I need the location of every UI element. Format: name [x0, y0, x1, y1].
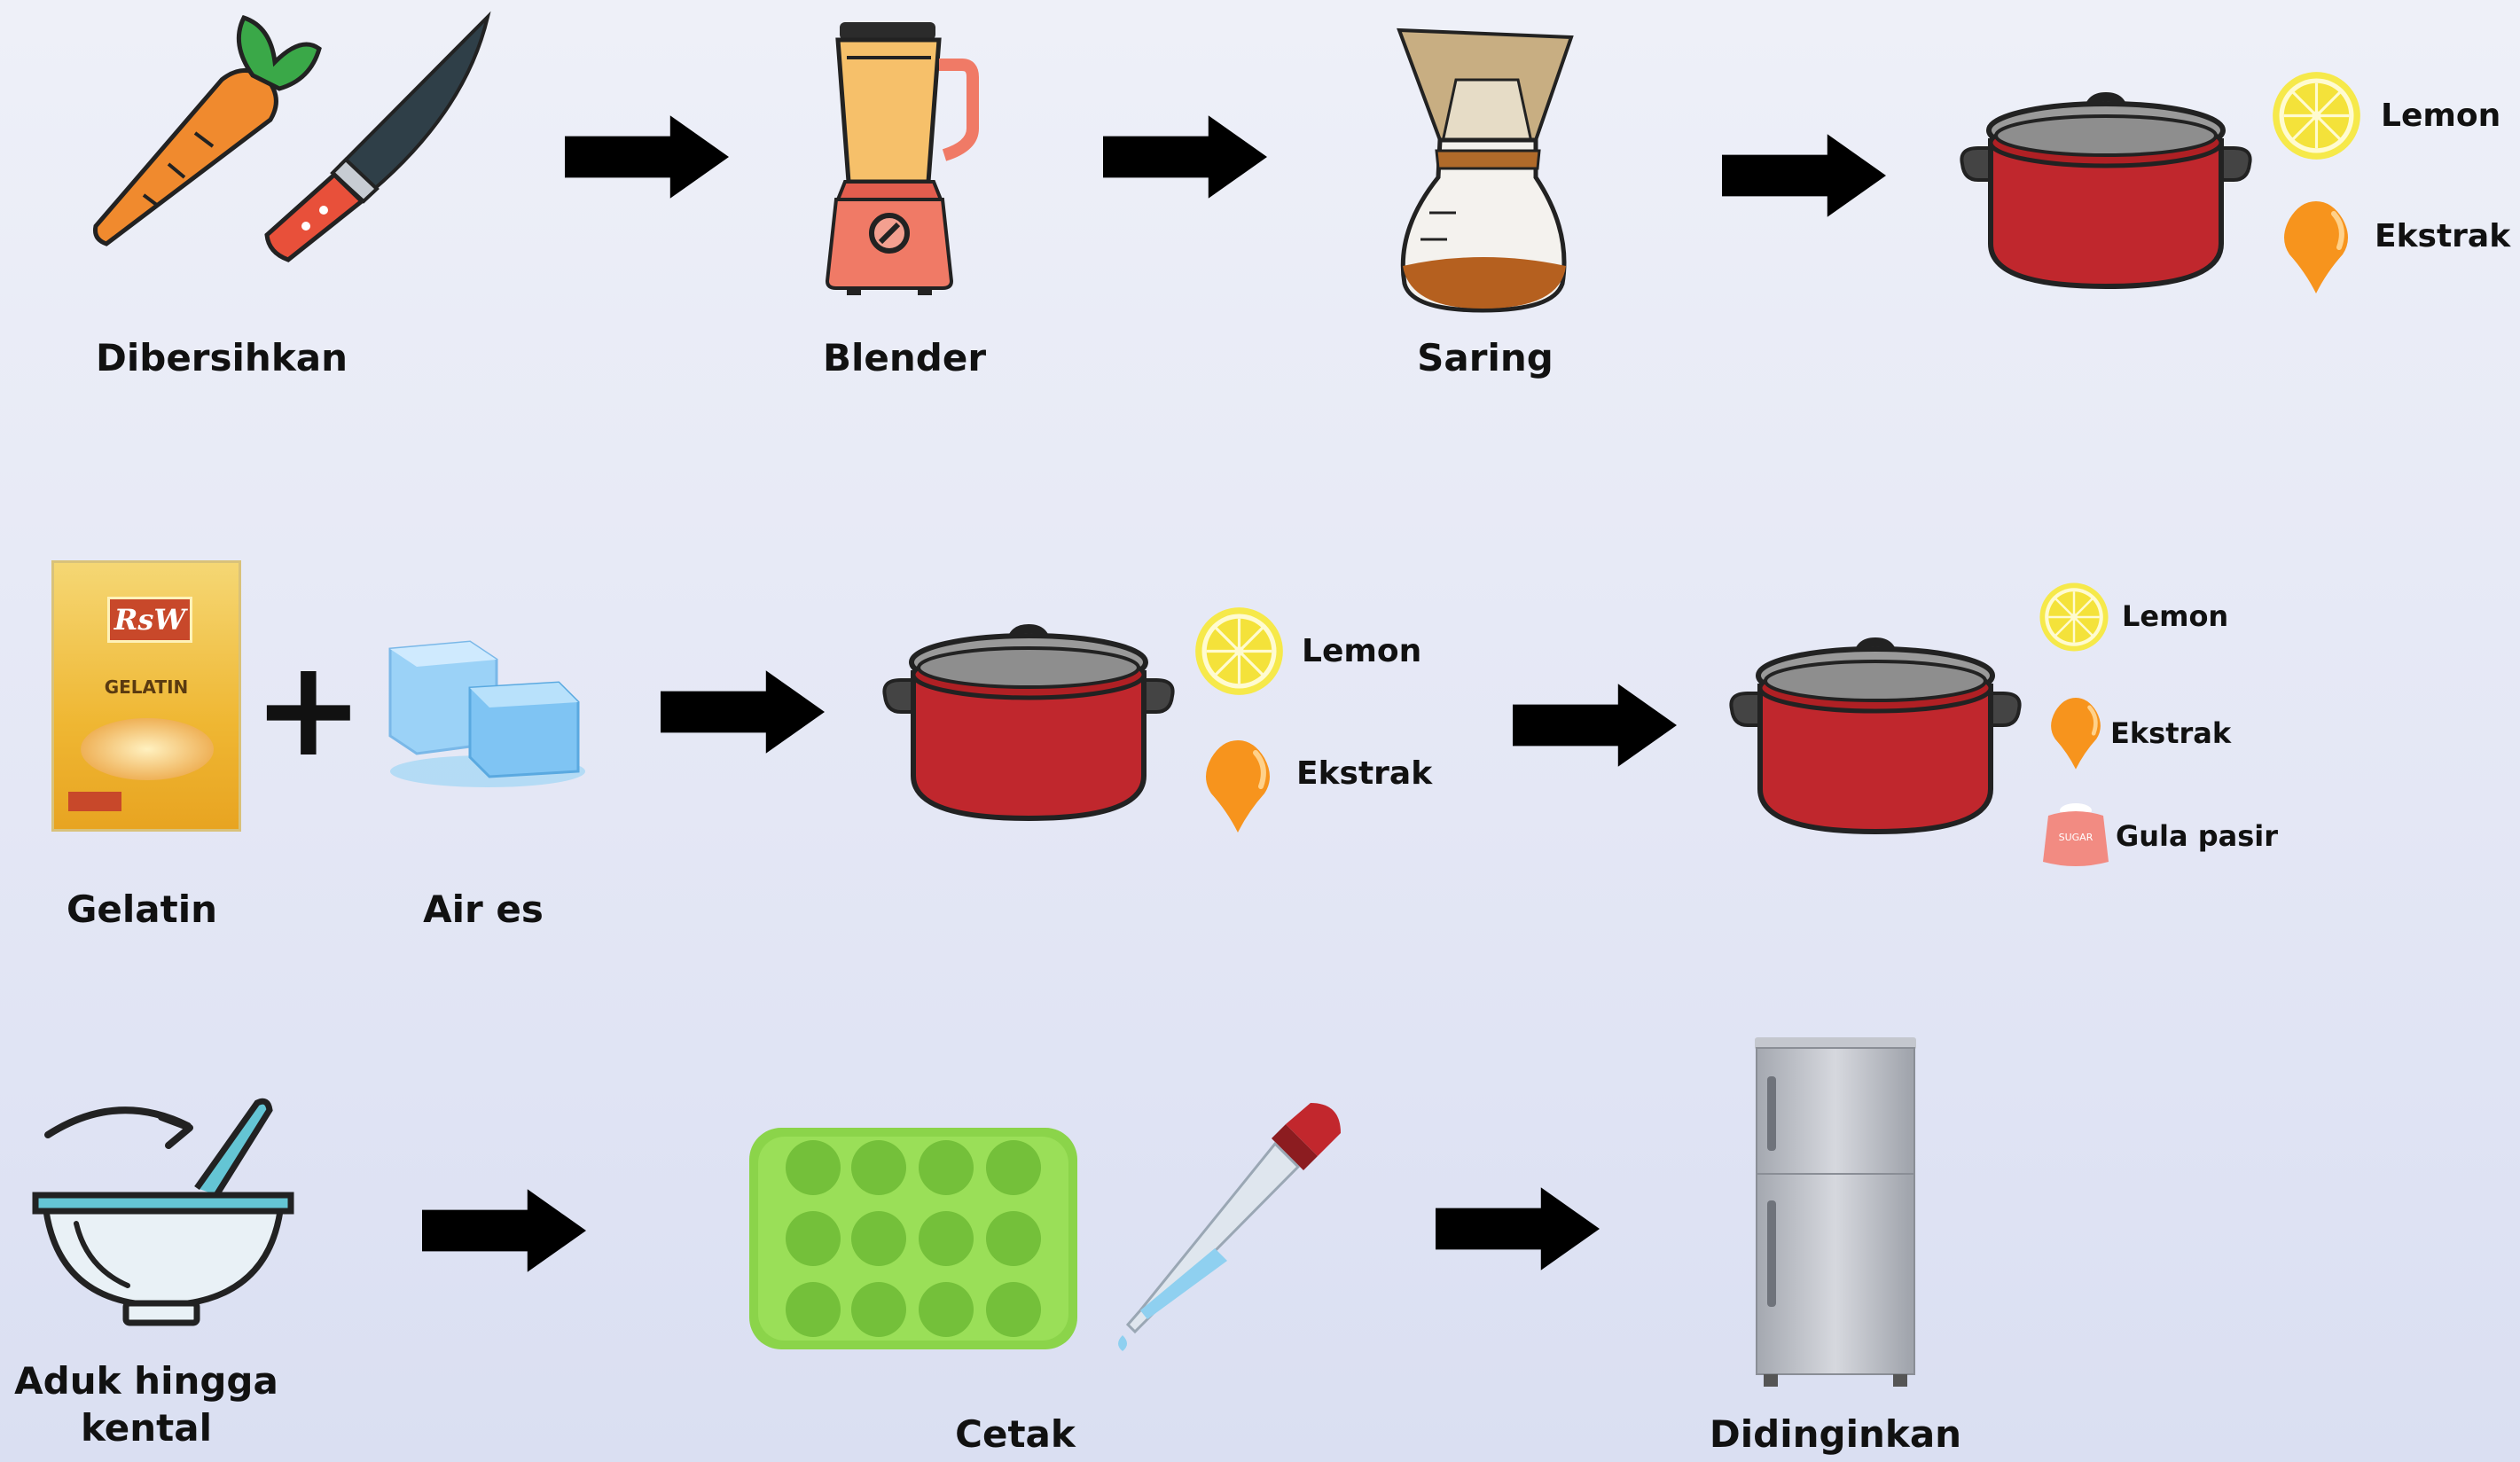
extract-drop-icon	[2048, 693, 2103, 770]
refrigerator-icon	[1755, 1037, 1916, 1387]
extract-drop-icon	[1202, 734, 1273, 833]
dropper-icon	[1118, 1103, 1341, 1351]
arrow-icon	[1436, 1186, 1600, 1271]
ingredient-sugar-label: Gula pasir	[2116, 819, 2279, 853]
ingredient-lemon-label: Lemon	[2381, 98, 2501, 134]
pot-icon	[878, 616, 1179, 829]
arrow-icon	[565, 114, 729, 199]
gelatin-brand: RsW	[107, 597, 192, 643]
pot-icon	[1955, 84, 2257, 297]
blender-icon	[825, 22, 979, 295]
arrow-icon	[1103, 114, 1267, 199]
pot-icon	[1725, 629, 2026, 842]
ingredient-extract-label: Ekstrak	[2375, 218, 2511, 254]
gelatin-product-name: GELATIN	[104, 676, 189, 698]
sugar-tag: SUGAR	[2059, 832, 2093, 843]
arrow-icon	[661, 669, 825, 754]
lemon-icon	[2270, 69, 2363, 162]
carrot-icon	[93, 14, 322, 246]
silicone-mold-icon	[749, 1128, 1077, 1349]
arrow-icon	[1722, 133, 1886, 218]
arrow-icon	[1513, 683, 1677, 768]
sugar-bag-icon: SUGAR	[2043, 803, 2109, 866]
lemon-icon	[2038, 581, 2110, 653]
step-label-mold: Cetak	[955, 1412, 1076, 1456]
lemon-icon	[1193, 605, 1286, 698]
extract-drop-icon	[2281, 195, 2352, 294]
gelatin-packet-icon: RsW GELATIN	[51, 560, 241, 832]
arrow-icon	[422, 1188, 586, 1273]
step-label-stir-line2: kental	[80, 1405, 212, 1450]
plus-icon: +	[253, 632, 364, 786]
step-label-stir-line1: Aduk hingga	[14, 1359, 278, 1403]
step-label-chill: Didinginkan	[1709, 1412, 1962, 1456]
ingredient-extract-label: Ekstrak	[1296, 755, 1433, 792]
step-label-clean: Dibersihkan	[96, 336, 348, 379]
ingredient-lemon-label: Lemon	[2122, 599, 2229, 633]
step-label-blend: Blender	[822, 336, 987, 379]
knife-icon	[264, 11, 491, 262]
step-label-ice-water: Air es	[423, 887, 544, 931]
step-label-strain: Saring	[1417, 336, 1553, 379]
ingredient-lemon-label: Lemon	[1302, 633, 1422, 669]
step-label-gelatin: Gelatin	[66, 887, 218, 931]
strainer-icon	[1397, 27, 1574, 313]
mixing-bowl-icon	[32, 1098, 294, 1326]
step-label-stir: Aduk hingga kental	[0, 1358, 293, 1451]
ingredient-extract-label: Ekstrak	[2110, 716, 2232, 750]
ice-cubes-icon	[388, 640, 585, 787]
